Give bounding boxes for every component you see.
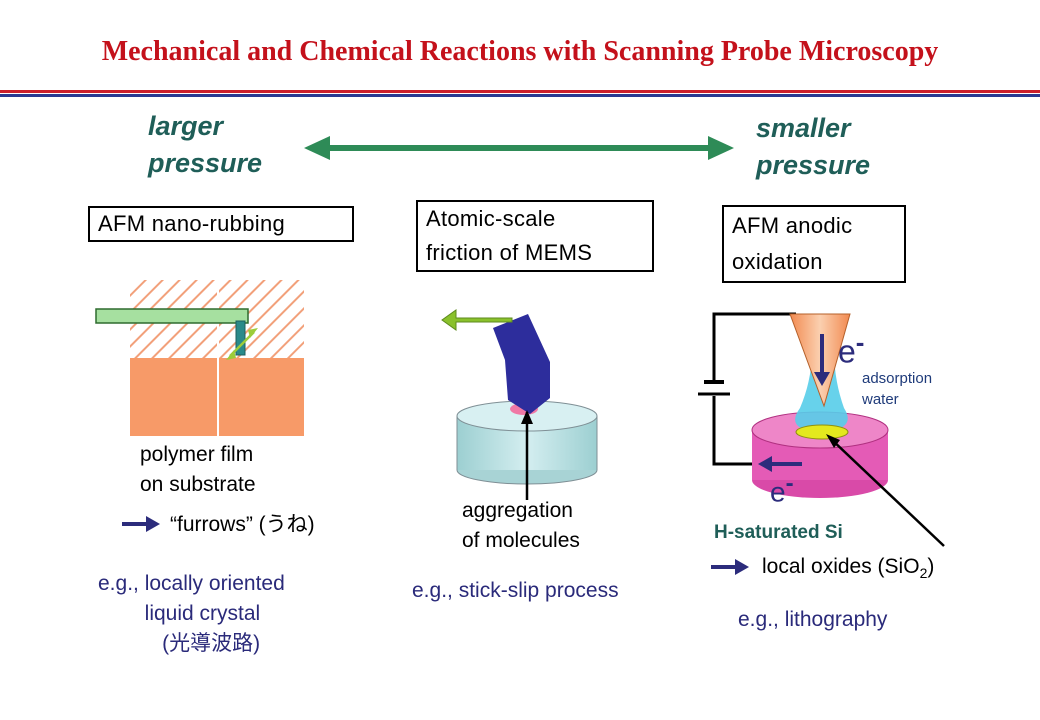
friction-heading: Atomic-scale friction of MEMS: [426, 206, 593, 265]
smaller-pressure-label: smaller pressure: [756, 113, 871, 180]
polymer-film-label: polymer film on substrate: [140, 443, 256, 496]
electron-top-label: e-: [838, 324, 864, 370]
larger-pressure-label: larger pressure: [148, 111, 263, 178]
friction-illustration: [441, 309, 598, 500]
adsorption-water-label: adsorption water: [862, 370, 933, 408]
rubbing-heading-box: AFM nano-rubbing: [88, 206, 354, 242]
oxide-pointer: [829, 437, 945, 547]
oxidation-illustration: [698, 312, 945, 547]
rubbing-example: e.g., locally oriented liquid crystal (光…: [98, 572, 285, 655]
oxidation-heading-box: AFM anodic oxidation: [722, 205, 906, 283]
friction-tip: [493, 314, 550, 414]
title-rule-blue: [0, 94, 1040, 97]
electron-bottom-charge: -: [785, 470, 794, 497]
local-oxides-prefix: local oxides (SiO: [762, 555, 920, 578]
local-oxide: [795, 424, 849, 440]
local-oxides-label: local oxides (SiO2): [762, 552, 934, 588]
friction-example: e.g., stick-slip process: [412, 579, 619, 602]
aggregation-label: aggregation of molecules: [462, 499, 580, 552]
pressure-double-arrow: [304, 136, 734, 160]
circuit-wire-bottom: [712, 396, 756, 466]
result-arrow-oxides: [711, 559, 749, 575]
rubbing-illustration: [95, 280, 304, 436]
furrows-label: “furrows” (うね): [170, 513, 315, 536]
local-oxides-suffix: ): [927, 555, 935, 578]
title-rule-red: [0, 90, 1040, 93]
friction-heading-box: Atomic-scale friction of MEMS: [416, 200, 654, 272]
si-substrate-label: H-saturated Si: [714, 522, 843, 543]
afm-tip: [235, 320, 246, 356]
oxidation-example: e.g., lithography: [738, 608, 888, 631]
electron-bottom-label: e-: [770, 468, 794, 508]
cantilever: [95, 308, 249, 324]
electron-top-symbol: e: [838, 333, 856, 370]
circuit-wire-top: [712, 312, 796, 380]
page-title: Mechanical and Chemical Reactions with S…: [101, 36, 939, 67]
local-oxides-subscript: 2: [919, 565, 928, 582]
result-arrow-furrows: [122, 516, 160, 532]
oxidation-heading: AFM anodic oxidation: [732, 213, 853, 274]
electron-bottom-symbol: e: [770, 476, 786, 508]
rubbing-heading: AFM nano-rubbing: [98, 211, 286, 236]
electron-top-charge: -: [855, 327, 865, 357]
tip-motion-arrow: [441, 309, 513, 331]
